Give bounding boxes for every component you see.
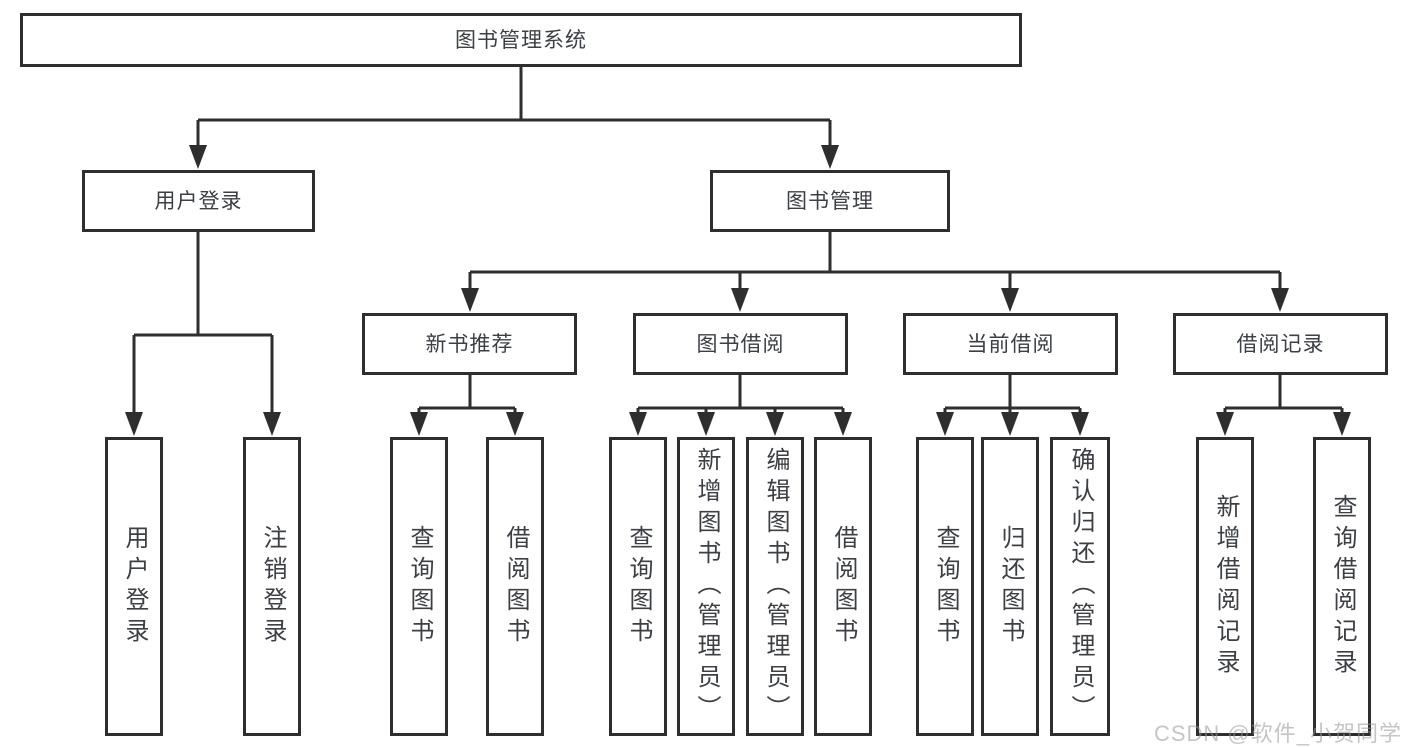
- leaf-confirm-return-admin: 确认归还（管理员）: [1050, 437, 1110, 736]
- arrowhead-icon: [821, 145, 839, 169]
- leaf-query-borrow-record: 查询借阅记录: [1313, 437, 1371, 736]
- arrowhead-icon: [1001, 412, 1019, 436]
- leaf-borrow-books: 借阅图书: [814, 437, 872, 736]
- leaf-logout: 注销登录: [243, 437, 301, 736]
- arrowhead-icon: [1271, 288, 1289, 312]
- arrowhead-icon: [834, 412, 852, 436]
- arrowhead-icon: [263, 412, 281, 436]
- node-borrowing-records: 借阅记录: [1173, 313, 1388, 375]
- arrowhead-icon: [766, 412, 784, 436]
- leaf-return-books: 归还图书: [981, 437, 1039, 736]
- arrowhead-icon: [410, 412, 428, 436]
- csdn-watermark: CSDN @软件_小贺同学: [1153, 721, 1402, 746]
- leaf-rec-query-books: 查询图书: [390, 437, 448, 736]
- leaf-rec-borrow-books: 借阅图书: [486, 437, 544, 736]
- leaf-borrow-query-books: 查询图书: [609, 437, 667, 736]
- arrowhead-icon: [1001, 288, 1019, 312]
- arrowhead-icon: [697, 412, 715, 436]
- arrowhead-icon: [461, 288, 479, 312]
- arrowhead-icon: [1216, 412, 1234, 436]
- arrowhead-icon: [1071, 412, 1089, 436]
- leaf-current-query-books: 查询图书: [916, 437, 974, 736]
- node-book-management: 图书管理: [710, 170, 950, 232]
- node-current-borrowing: 当前借阅: [903, 313, 1118, 375]
- arrowhead-icon: [189, 145, 207, 169]
- arrowhead-icon: [125, 412, 143, 436]
- node-user-login: 用户登录: [82, 170, 315, 232]
- node-new-book-recommendation: 新书推荐: [362, 313, 577, 375]
- leaf-add-borrow-record: 新增借阅记录: [1196, 437, 1254, 736]
- arrowheads-group: [125, 145, 1351, 436]
- arrowhead-icon: [629, 412, 647, 436]
- leaf-edit-books-admin: 编辑图书（管理员）: [746, 437, 804, 736]
- node-book-borrowing: 图书借阅: [633, 313, 848, 375]
- node-library-management-system: 图书管理系统: [20, 13, 1022, 67]
- leaf-user-login: 用户登录: [105, 437, 163, 736]
- arrowhead-icon: [506, 412, 524, 436]
- arrowhead-icon: [1333, 412, 1351, 436]
- arrowhead-icon: [936, 412, 954, 436]
- leaf-add-books-admin: 新增图书（管理员）: [677, 437, 735, 736]
- arrowhead-icon: [731, 288, 749, 312]
